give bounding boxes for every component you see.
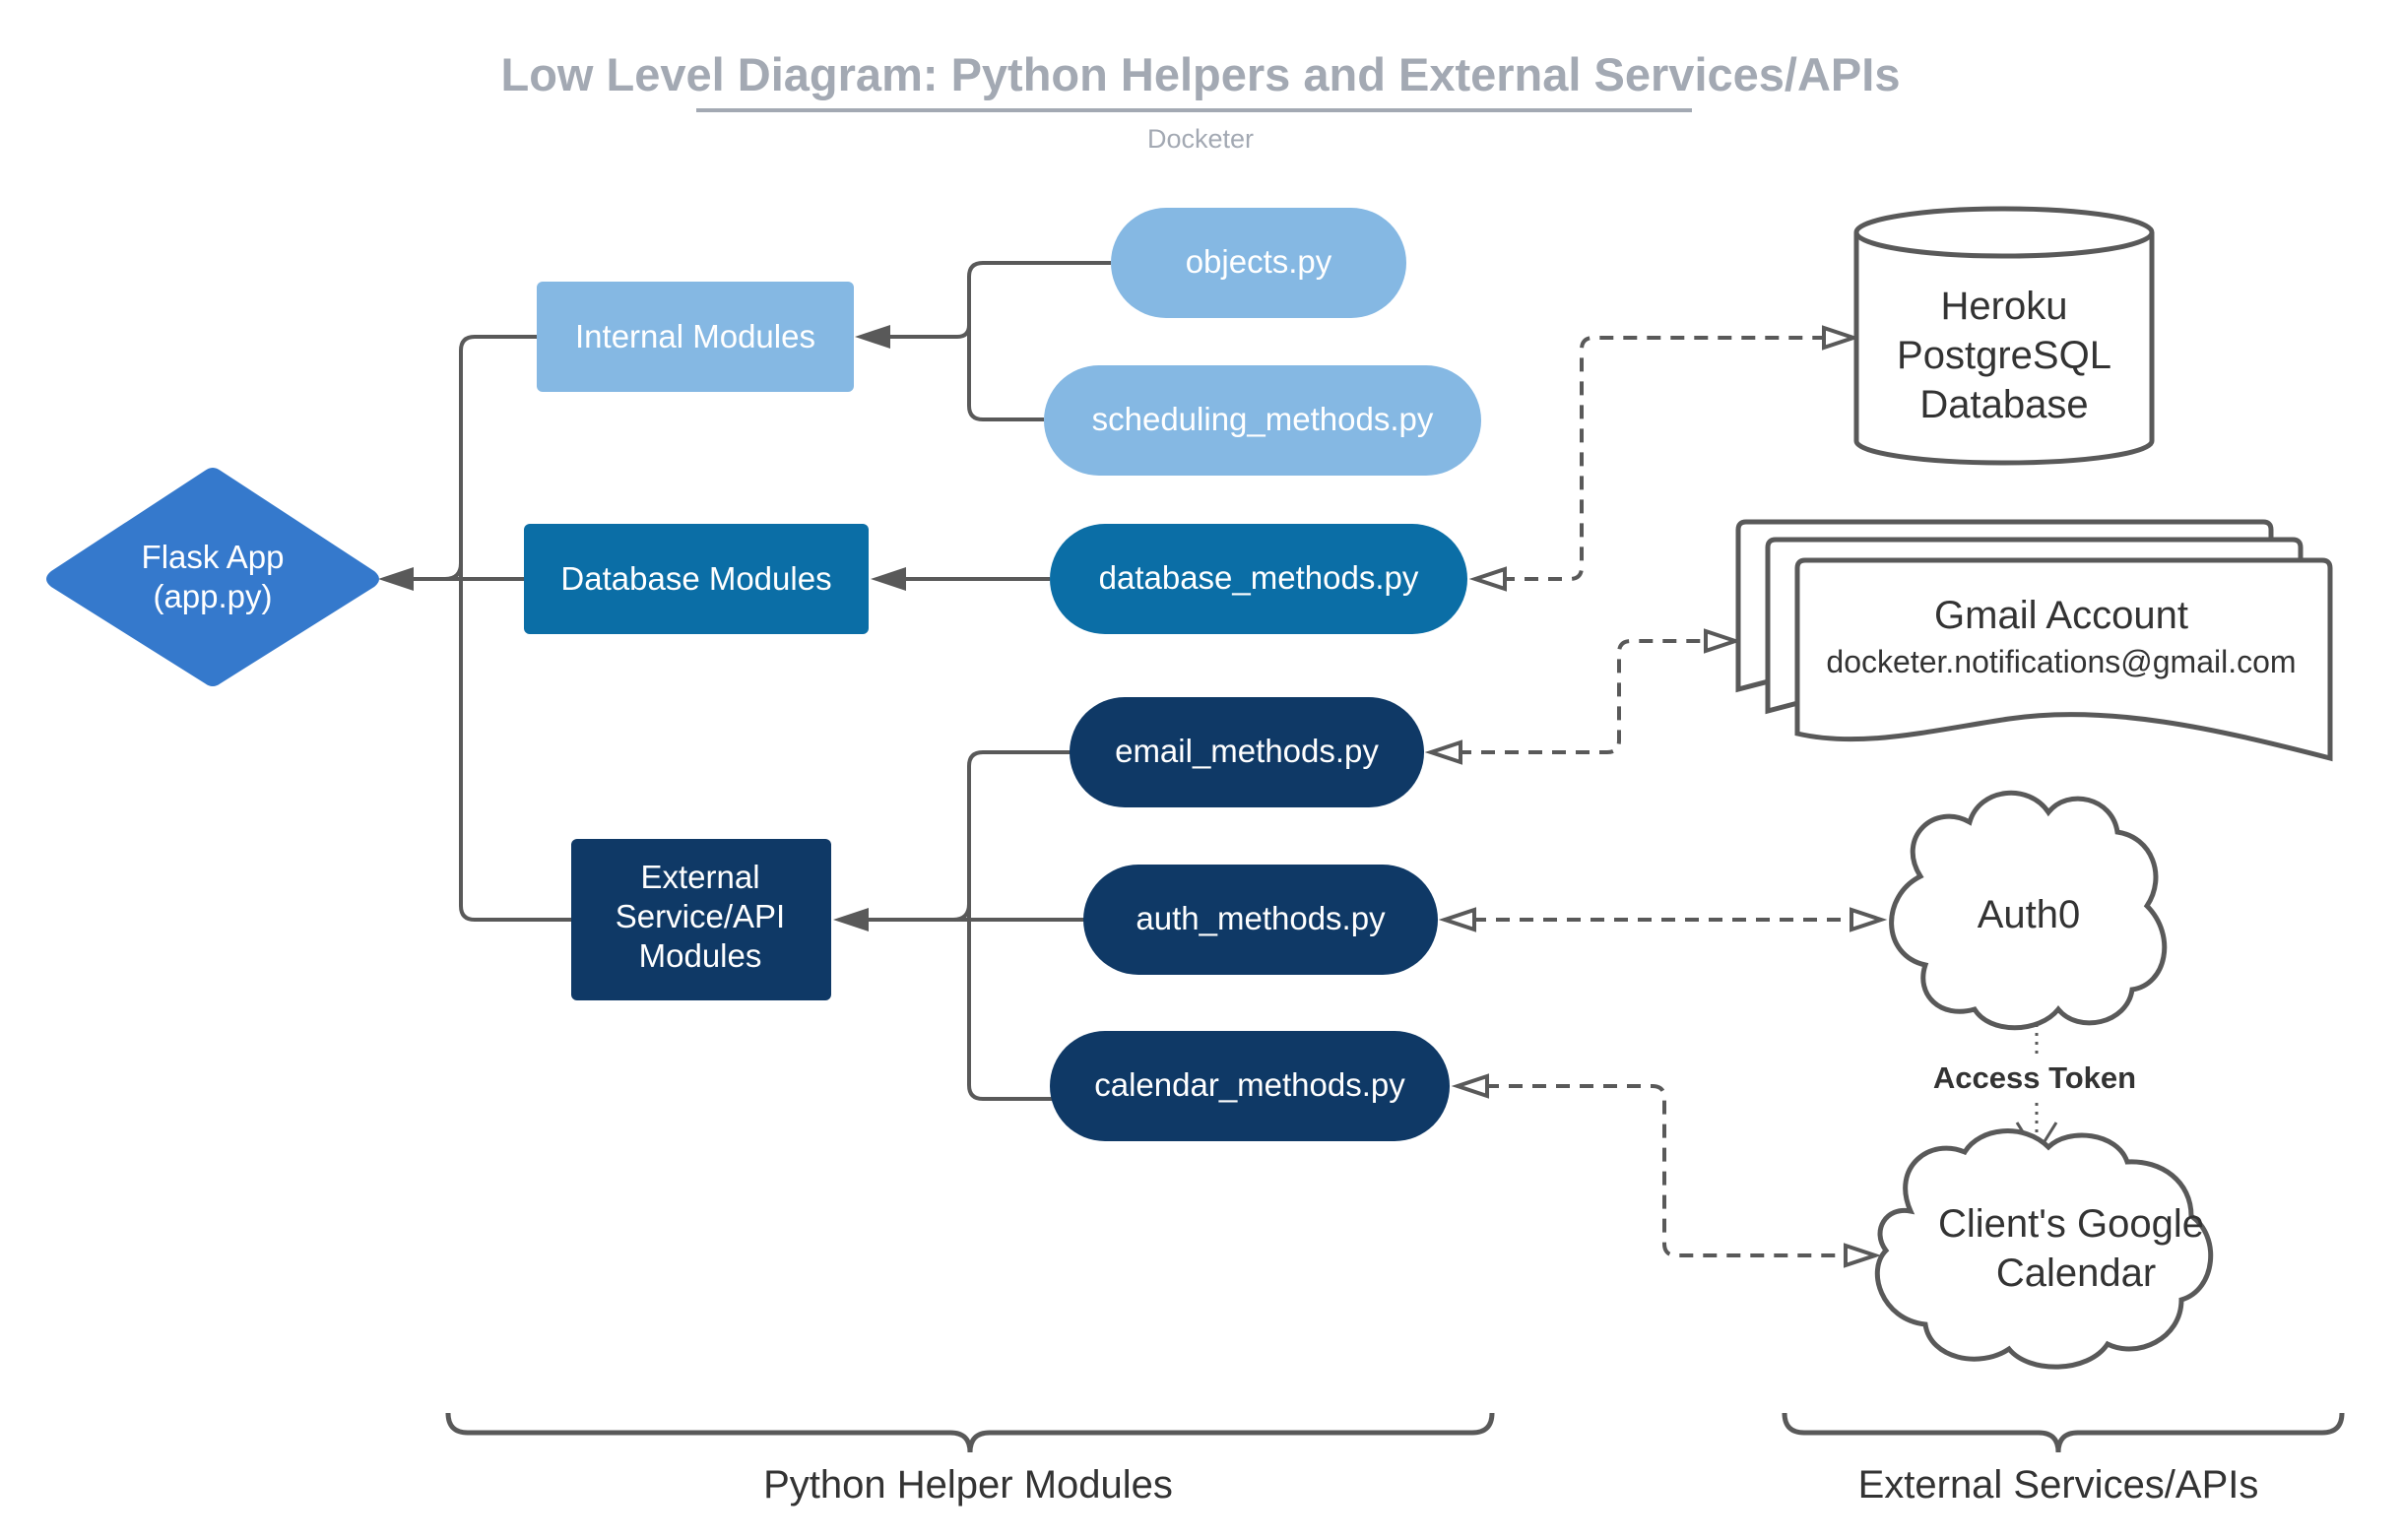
flask-app-node[interactable]: Flask App (app.py) <box>46 468 379 686</box>
objects-py-label: objects.py <box>1186 243 1332 280</box>
auth0-label: Auth0 <box>1978 893 2081 936</box>
gmail-document-front <box>1794 557 2333 762</box>
auth0-node[interactable]: Auth0 <box>1889 790 2168 1031</box>
gmail-account-title: Gmail Account <box>1934 594 2188 637</box>
diagram-subtitle: Docketer <box>1147 124 1254 154</box>
diagram-title: Low Level Diagram: Python Helpers and Ex… <box>501 48 1901 100</box>
arrowhead-google-open <box>1844 1243 1882 1268</box>
connector-objects <box>967 261 1111 421</box>
gmail-account-email: docketer.notifications@gmail.com <box>1826 644 2296 679</box>
calendar-methods-label: calendar_methods.py <box>1094 1066 1405 1103</box>
internal-modules-node[interactable]: Internal Modules <box>537 282 854 392</box>
postgres-database-node[interactable]: Heroku PostgreSQL Database <box>1853 206 2155 466</box>
objects-py-node[interactable]: objects.py <box>1111 208 1406 318</box>
connector-external-group <box>967 750 1073 1101</box>
google-calendar-cloud-icon <box>1874 1128 2214 1370</box>
external-modules-box <box>571 839 831 1000</box>
flask-app-label-line1: Flask App <box>142 539 285 575</box>
scheduling-methods-label: scheduling_methods.py <box>1092 401 1434 437</box>
dashed-db-postgres <box>1501 336 1822 581</box>
arrowhead-flask <box>378 567 414 591</box>
dashed-email-gmail <box>1458 639 1704 754</box>
postgres-cylinder-body <box>1853 232 2155 466</box>
database-methods-pill <box>1050 524 1467 634</box>
gmail-account-node[interactable]: Gmail Account docketer.notifications@gma… <box>1735 519 2333 762</box>
arrowhead-db-open <box>1468 566 1507 592</box>
auth0-cloud-icon <box>1889 790 2168 1031</box>
dashed-calendar-google <box>1485 1084 1844 1257</box>
flask-app-label-line2: (app.py) <box>153 578 272 614</box>
arrowhead-auth0-open <box>1850 907 1888 932</box>
email-methods-node[interactable]: email_methods.py <box>1070 697 1424 807</box>
scheduling-methods-node[interactable]: scheduling_methods.py <box>1044 365 1481 476</box>
email-methods-label: email_methods.py <box>1115 733 1379 769</box>
arrowhead-postgres-open <box>1822 325 1860 351</box>
database-modules-label: Database Modules <box>560 560 831 597</box>
external-services-brace <box>1782 1412 2345 1453</box>
external-modules-node[interactable]: External Service/API Modules <box>571 839 831 1000</box>
arrowhead-internal <box>855 325 890 349</box>
python-modules-label: Python Helper Modules <box>763 1463 1173 1507</box>
google-calendar-label-line2: Calendar <box>1996 1251 2156 1295</box>
arrowhead-email-open <box>1424 739 1462 765</box>
database-modules-box <box>524 524 869 634</box>
arrowhead-auth-open <box>1438 907 1476 932</box>
database-methods-label: database_methods.py <box>1099 559 1419 596</box>
database-methods-node[interactable]: database_methods.py <box>1050 524 1467 634</box>
arrowhead-external <box>833 908 869 931</box>
internal-modules-label: Internal Modules <box>575 318 815 354</box>
connector-hub-flask <box>394 562 463 581</box>
arrowhead-database <box>871 567 906 591</box>
internal-modules-box <box>537 282 854 392</box>
calendar-methods-pill <box>1050 1031 1450 1141</box>
external-services-label: External Services/APIs <box>1858 1463 2259 1507</box>
connector-internal-hub <box>886 324 971 339</box>
connector-flask-trunk <box>459 335 571 922</box>
postgres-label-line1: Heroku <box>1941 285 2068 328</box>
python-modules-brace <box>445 1412 1495 1453</box>
scheduling-methods-pill <box>1044 365 1481 476</box>
external-modules-label-line2: Service/API <box>616 898 785 934</box>
email-methods-pill <box>1070 697 1424 807</box>
google-calendar-node[interactable]: Client's Google Calendar <box>1874 1128 2214 1370</box>
arrowhead-calendar-open <box>1451 1073 1489 1099</box>
flask-app-diamond <box>46 468 379 686</box>
postgres-cylinder-top <box>1853 206 2155 259</box>
auth-methods-pill <box>1083 865 1438 975</box>
google-calendar-label-line1: Client's Google <box>1938 1202 2204 1246</box>
arrowhead-gmail-open <box>1704 628 1742 654</box>
calendar-methods-node[interactable]: calendar_methods.py <box>1050 1031 1450 1141</box>
access-token-label: Access Token <box>1933 1060 2136 1095</box>
external-modules-label-line3: Modules <box>639 937 762 974</box>
postgres-label-line2: PostgreSQL <box>1897 334 2111 377</box>
external-modules-label-line1: External <box>640 859 759 895</box>
database-modules-node[interactable]: Database Modules <box>524 524 869 634</box>
objects-py-pill <box>1111 208 1406 318</box>
connector-external-hub <box>952 903 971 922</box>
auth-methods-node[interactable]: auth_methods.py <box>1083 865 1438 975</box>
auth-methods-label: auth_methods.py <box>1136 900 1386 936</box>
postgres-label-line3: Database <box>1919 383 2088 426</box>
